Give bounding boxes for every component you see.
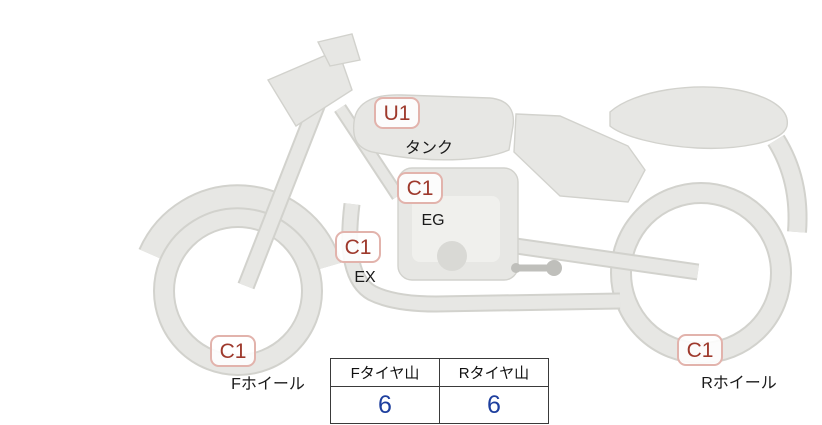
grade-label-engine: C1 — [406, 176, 434, 200]
grade-badge-rear-wheel: C1 — [677, 334, 723, 366]
part-label-rear-wheel: Rホイール — [701, 375, 777, 392]
tire-table-value-front: 6 — [330, 386, 440, 424]
tire-table-header-row: Fタイヤ山 Rタイヤ山 — [330, 358, 549, 387]
grade-badge-exhaust: C1 — [335, 231, 381, 263]
swingarm — [514, 237, 700, 281]
tire-table-header-rear: Rタイヤ山 — [439, 358, 549, 387]
tire-tread-table: Fタイヤ山 Rタイヤ山 6 6 — [330, 358, 549, 424]
part-label-tank: タンク — [404, 140, 454, 157]
tire-table-header-front: Fタイヤ山 — [330, 358, 440, 387]
part-label-engine: EG — [421, 212, 445, 229]
footpeg — [511, 260, 562, 276]
tire-table-value-rear: 6 — [439, 386, 549, 424]
front-fork — [237, 88, 331, 290]
grade-badge-front-wheel: C1 — [210, 335, 256, 367]
seat — [609, 86, 788, 150]
grade-label-rear-wheel: C1 — [686, 338, 714, 362]
part-label-front-wheel: Fホイール — [231, 376, 305, 393]
grade-badge-engine: C1 — [397, 172, 443, 204]
grade-label-exhaust: C1 — [344, 235, 372, 259]
tire-table-value-row: 6 6 — [330, 386, 549, 424]
handlebar — [266, 33, 361, 127]
grade-badge-tank: U1 — [374, 97, 420, 129]
side-cover — [513, 113, 646, 203]
grade-label-tank: U1 — [383, 101, 411, 125]
part-label-exhaust: EX — [354, 269, 376, 286]
grade-label-front-wheel: C1 — [219, 339, 247, 363]
